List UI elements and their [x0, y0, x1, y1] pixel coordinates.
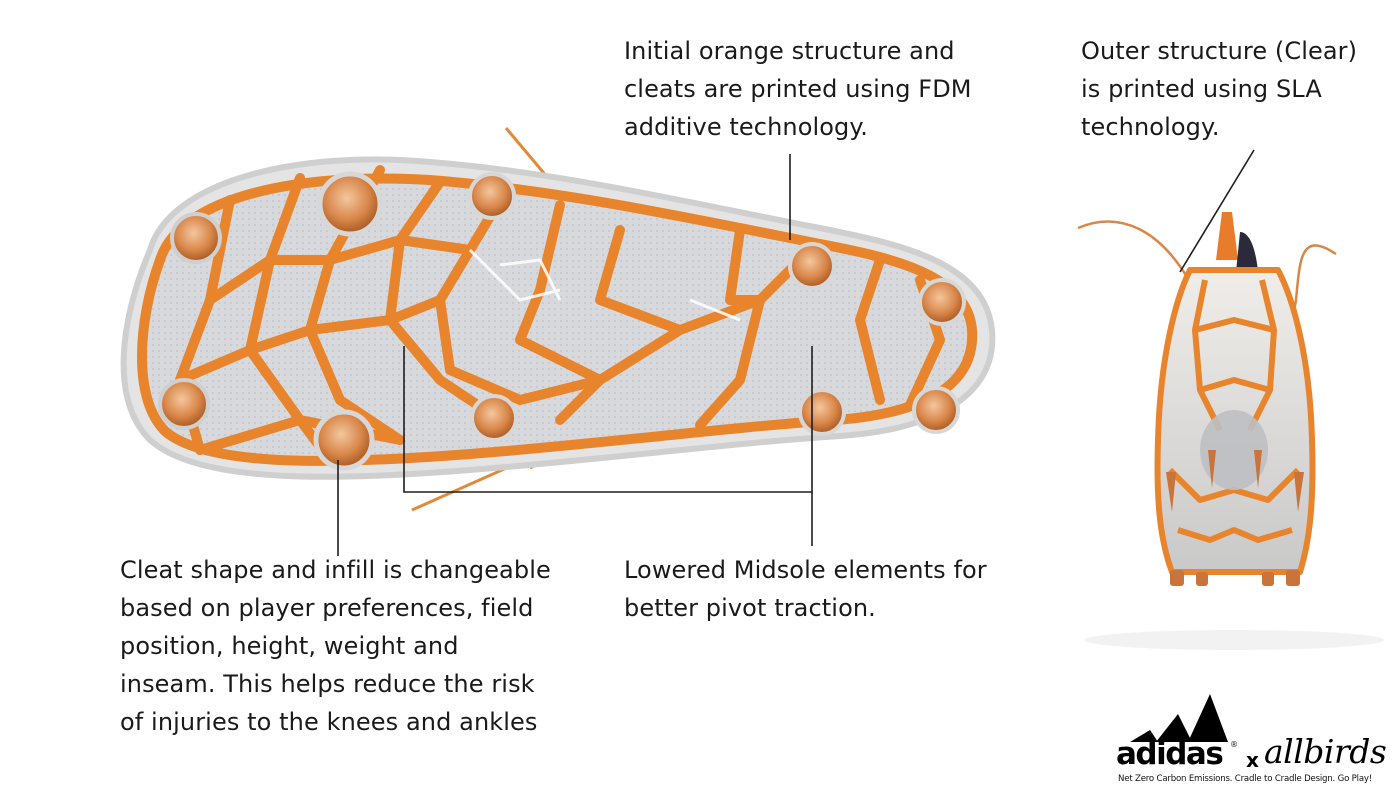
adidas-three-stripes-logo	[1130, 694, 1228, 742]
callout-lines	[337, 149, 1255, 556]
annotation-line: is printed using SLA	[1081, 75, 1322, 103]
registered-mark: ®	[1230, 740, 1238, 749]
cleat-studs	[158, 171, 966, 471]
annotation-line: based on player preferences, field	[120, 594, 534, 622]
annotation-line: of injuries to the knees and ankles	[120, 708, 538, 736]
annotation-line: inseam. This helps reduce the risk	[120, 670, 535, 698]
annotation-line: Lowered Midsole elements for	[624, 556, 987, 584]
allbirds-wordmark: allbirds	[1264, 732, 1387, 771]
annotation-line: position, height, weight and	[120, 632, 459, 660]
annotation-line: additive technology.	[624, 113, 868, 141]
cleat-annotation: Cleat shape and infill is changeable bas…	[120, 551, 551, 741]
adidas-wordmark: adidas	[1116, 736, 1224, 772]
brand-lockup: adidas ® x allbirds Net Zero Carbon Emis…	[1112, 690, 1396, 786]
annotation-line: technology.	[1081, 113, 1220, 141]
fdm-annotation: Initial orange structure and cleats are …	[624, 32, 972, 146]
sole-render	[120, 127, 996, 512]
brand-tagline: Net Zero Carbon Emissions. Cradle to Cra…	[1118, 774, 1373, 784]
sla-callout-line	[1179, 149, 1255, 273]
annotation-line: Cleat shape and infill is changeable	[120, 556, 551, 584]
annotation-line: Outer structure (Clear)	[1081, 37, 1358, 65]
rear-render	[1077, 212, 1384, 650]
annotation-line: Initial orange structure and	[624, 37, 955, 65]
sla-annotation: Outer structure (Clear) is printed using…	[1081, 32, 1357, 146]
collab-separator: x	[1246, 748, 1259, 772]
midsole-annotation: Lowered Midsole elements for better pivo…	[624, 551, 987, 627]
midsole-bracket-line	[403, 346, 813, 493]
annotation-line: cleats are printed using FDM	[624, 75, 972, 103]
annotation-line: better pivot traction.	[624, 594, 876, 622]
